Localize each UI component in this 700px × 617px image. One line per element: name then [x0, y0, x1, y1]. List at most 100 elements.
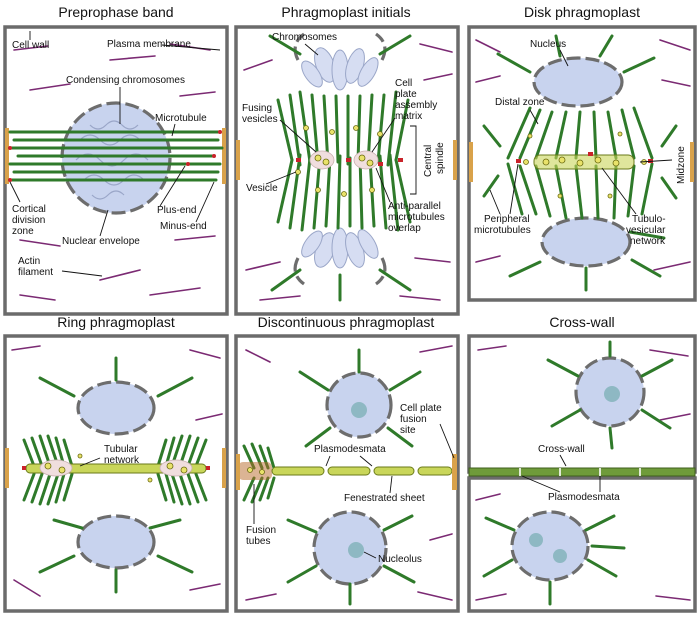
actin-filaments [243, 43, 453, 301]
label-plasmodesmata: Plasmodesmata [314, 444, 386, 455]
label-plus-end: Plus-end [157, 205, 196, 216]
label-distal-zone: Distal zone [495, 97, 545, 108]
label-tubulo-3: network [630, 236, 666, 247]
astral-microtubules [268, 34, 412, 302]
panel-initials: Chromosomes Cell plate assembly matrix F… [234, 25, 460, 316]
label-cell-plate-fusion-3: site [400, 425, 416, 436]
nuclear-envelope-top [532, 56, 624, 108]
label-actin-filament-1: Actin [18, 256, 40, 267]
nucleus-bottom [512, 512, 588, 580]
nucleus-bottom [78, 516, 154, 568]
cortical-division-zone-right [690, 142, 694, 182]
astral-microtubules [496, 34, 666, 292]
title-ring: Ring phragmoplast [57, 314, 175, 330]
cell-wall-bottom [467, 476, 697, 613]
title-crosswall: Cross-wall [549, 314, 614, 330]
cell-plate-fusion-site [452, 454, 457, 490]
envelope-fragment [293, 32, 305, 61]
actin-filaments [245, 345, 453, 601]
panel-preprophase: Cell wall Plasma membrane Condensing chr… [3, 25, 229, 316]
label-actin-filament-2: filament [18, 267, 53, 278]
actin-filaments [475, 345, 691, 601]
label-cortical-division-zone-3: zone [12, 226, 34, 237]
label-cell-wall: Cell wall [12, 40, 49, 51]
cortical-division-zone-left [236, 454, 240, 490]
label-fusion-tubes-1: Fusion [246, 525, 276, 536]
cortical-division-zone-right [453, 140, 457, 180]
chromosomes-bottom [301, 227, 379, 269]
label-peripheral-mt-1: Peripheral [484, 214, 530, 225]
astral-microtubules [482, 340, 674, 606]
nuclear-envelope-top [325, 371, 393, 439]
label-cell-plate-3: assembly [395, 100, 437, 111]
label-anti-parallel-1: Anti-parallel [388, 201, 441, 212]
phragmoplast-microtubules [482, 106, 678, 220]
label-fusing-vesicles-2: vesicles [242, 114, 278, 125]
title-discontinuous: Discontinuous phragmoplast [258, 314, 435, 330]
label-cell-plate-4: matrix [395, 111, 422, 122]
nucleus-top [534, 58, 622, 106]
cortical-division-zone-left [469, 142, 473, 182]
cortical-division-zone-left [5, 448, 9, 488]
label-cortical-division-zone-2: division [12, 215, 45, 226]
network-vesicles [39, 453, 193, 483]
panel-discontinuous: Cell plate fusion site Plasmodesmata Fen… [234, 334, 460, 613]
label-cross-wall: Cross-wall [538, 444, 585, 455]
label-fenestrated-sheet: Fenestrated sheet [344, 493, 425, 504]
nuclear-envelope-top [574, 356, 646, 428]
label-tubulo-1: Tubulo- [632, 214, 666, 225]
label-central-spindle-1: Central [423, 145, 434, 177]
condensing-chromosomes [75, 120, 149, 200]
label-cell-plate-1: Cell [395, 78, 412, 89]
nuclear-envelope-bottom [76, 514, 156, 570]
nuclear-envelope-bottom [540, 216, 632, 268]
label-midzone: Midzone [676, 146, 687, 184]
label-plasma-membrane: Plasma membrane [107, 39, 191, 50]
astral-microtubules [38, 356, 194, 594]
nucleus-bottom [542, 218, 630, 266]
actin-filaments [13, 43, 216, 301]
fenestrated-sheet [271, 466, 453, 476]
label-nucleus: Nucleus [530, 39, 566, 50]
ring-microtubules-right [156, 434, 208, 506]
cortical-division-zone-right [222, 448, 226, 488]
label-cell-plate-fusion-2: fusion [400, 414, 427, 425]
plus-ends [22, 466, 210, 470]
label-plasmodesmata: Plasmodesmata [548, 492, 620, 503]
label-nucleolus: Nucleolus [378, 554, 422, 565]
label-fusing-vesicles-1: Fusing [242, 103, 272, 114]
label-tubulo-2: vesicular [626, 225, 666, 236]
label-minus-end: Minus-end [160, 221, 207, 232]
label-tubular-network-2: network [104, 455, 140, 466]
nucleolus-bottom-1 [529, 533, 543, 547]
actin-filaments [11, 345, 223, 597]
envelope-fragment [293, 257, 305, 286]
nucleolus-bottom [348, 542, 364, 558]
label-chromosomes: Chromosomes [272, 32, 337, 43]
astral-microtubules [286, 348, 422, 606]
label-cortical-division-zone-1: Cortical [12, 204, 46, 215]
cross-wall [468, 467, 696, 477]
nucleolus-top [351, 402, 367, 418]
nucleus-top [78, 382, 154, 434]
cortical-division-zone-right [222, 128, 226, 184]
label-nuclear-envelope: Nuclear envelope [62, 236, 140, 247]
label-peripheral-mt-2: microtubules [474, 225, 531, 236]
vesicles [295, 125, 383, 197]
envelope-fragment [375, 32, 387, 61]
actin-filaments [475, 39, 691, 271]
label-vesicle: Vesicle [246, 183, 278, 194]
envelope-fragment [375, 257, 387, 286]
fusion-tubes [238, 442, 276, 504]
nucleolus-top [604, 386, 620, 402]
label-anti-parallel-2: microtubules [388, 212, 445, 223]
label-tubular-network-1: Tubular [104, 444, 138, 455]
title-preprophase: Preprophase band [58, 4, 173, 20]
chromosomes-top [301, 47, 379, 91]
cortical-division-zone-left [236, 140, 240, 180]
panel-disk: Nucleus Distal zone Midzone Peripheral m… [467, 25, 697, 302]
plasmodesmata-channels [519, 468, 641, 476]
nuclear-envelope-bottom [312, 510, 388, 586]
nuclear-envelope [60, 101, 172, 215]
label-condensing-chromosomes: Condensing chromosomes [66, 75, 185, 86]
